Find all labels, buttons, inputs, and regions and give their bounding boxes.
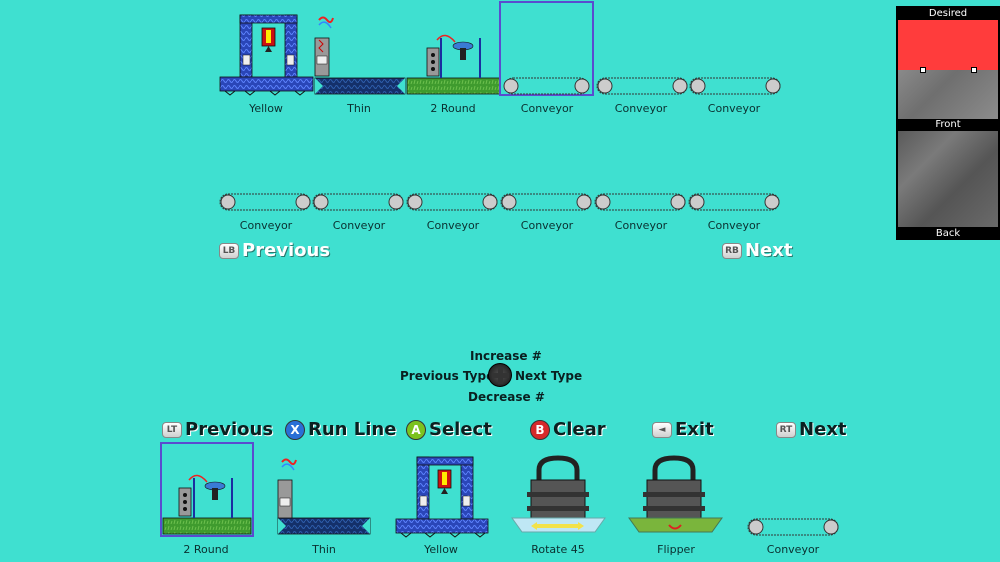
back-button-icon: ◄ — [652, 421, 672, 438]
top-conveyor-slot-4[interactable] — [499, 1, 594, 96]
clear-label: Clear — [553, 419, 606, 440]
palette-item-yellow[interactable] — [395, 456, 489, 538]
conveyor-slot[interactable] — [594, 193, 686, 211]
palette-label: Thin — [312, 543, 336, 556]
clear-button[interactable]: B Clear — [530, 419, 606, 440]
palette-label: Rotate 45 — [531, 543, 585, 556]
x-button-icon: X — [285, 419, 305, 440]
back-label: Back — [896, 228, 1000, 240]
palette-item-conveyor[interactable] — [747, 518, 839, 536]
rt-button-icon: RT — [776, 421, 796, 438]
top-conveyor-slot-5[interactable] — [596, 77, 688, 95]
front-back-preview — [898, 131, 998, 227]
decrease-label: Decrease # — [468, 390, 545, 404]
palette-next-label: Next — [799, 419, 847, 440]
select-button[interactable]: A Select — [406, 419, 492, 440]
palette-label: Flipper — [657, 543, 695, 556]
previous-type-label[interactable]: Previous Type — [400, 369, 495, 383]
preview-panel: Desired Front Back — [896, 6, 1000, 240]
thin-cutter-machine[interactable] — [314, 16, 406, 95]
increase-label: Increase # — [470, 349, 542, 363]
slot-label: Conveyor — [239, 219, 293, 232]
palette-label: 2 Round — [183, 543, 229, 556]
slot-label: Conveyor — [426, 219, 480, 232]
machine-palette — [160, 442, 839, 538]
lt-button-icon: LT — [162, 421, 182, 438]
conveyor-slot[interactable] — [500, 193, 592, 211]
line-previous-label: Previous — [242, 240, 331, 261]
palette-label: Conveyor — [766, 543, 820, 556]
lb-button-icon: LB — [219, 242, 239, 259]
conveyor-slot[interactable] — [312, 193, 404, 211]
palette-previous-label: Previous — [185, 419, 274, 440]
next-type-label[interactable]: Next Type — [515, 369, 583, 383]
b-button-icon: B — [530, 419, 550, 440]
run-line-label: Run Line — [308, 419, 397, 440]
slot-label: Conveyor — [520, 219, 574, 232]
conveyor-slot[interactable] — [406, 193, 498, 211]
palette-item-rotate-45[interactable] — [511, 455, 606, 533]
palette-item-thin[interactable] — [277, 458, 371, 535]
conveyor-slot[interactable] — [219, 193, 311, 211]
exit-label: Exit — [675, 419, 714, 440]
desired-preview — [898, 20, 998, 70]
production-line-second — [219, 193, 780, 211]
slot-label: Conveyor — [707, 219, 761, 232]
handle-left[interactable] — [920, 67, 926, 73]
conveyor-slot[interactable] — [688, 193, 780, 211]
select-label: Select — [429, 419, 492, 440]
palette-label: Yellow — [424, 543, 458, 556]
line-next-label: Next — [745, 240, 793, 261]
handle-right[interactable] — [971, 67, 977, 73]
palette-item-flipper[interactable] — [628, 455, 723, 533]
slot-label: Conveyor — [614, 219, 668, 232]
exit-button[interactable]: ◄ Exit — [652, 419, 714, 440]
palette-item-two-round[interactable] — [160, 442, 254, 537]
slot-label: Yellow — [249, 102, 283, 115]
top-conveyor-slot-6[interactable] — [689, 77, 781, 95]
line-previous-button[interactable]: LB Previous — [219, 240, 330, 261]
front-label: Front — [896, 119, 1000, 131]
yellow-painter-machine[interactable] — [219, 14, 314, 96]
slot-label: 2 Round — [430, 102, 476, 115]
a-button-icon: A — [406, 419, 426, 440]
dpad-icon[interactable] — [488, 363, 512, 387]
palette-next-button[interactable]: RT Next — [776, 419, 847, 440]
production-line-top — [219, 1, 781, 96]
slot-label: Thin — [347, 102, 371, 115]
run-line-button[interactable]: X Run Line — [285, 419, 396, 440]
rb-button-icon: RB — [722, 242, 742, 259]
slot-label: Conveyor — [520, 102, 574, 115]
line-next-button[interactable]: RB Next — [722, 240, 793, 261]
palette-previous-button[interactable]: LT Previous — [162, 419, 273, 440]
desired-preview-lower — [898, 70, 998, 120]
slot-label: Conveyor — [614, 102, 668, 115]
slot-label: Conveyor — [332, 219, 386, 232]
two-round-drill-machine[interactable] — [406, 34, 501, 95]
slot-label: Conveyor — [707, 102, 761, 115]
desired-label: Desired — [896, 8, 1000, 20]
